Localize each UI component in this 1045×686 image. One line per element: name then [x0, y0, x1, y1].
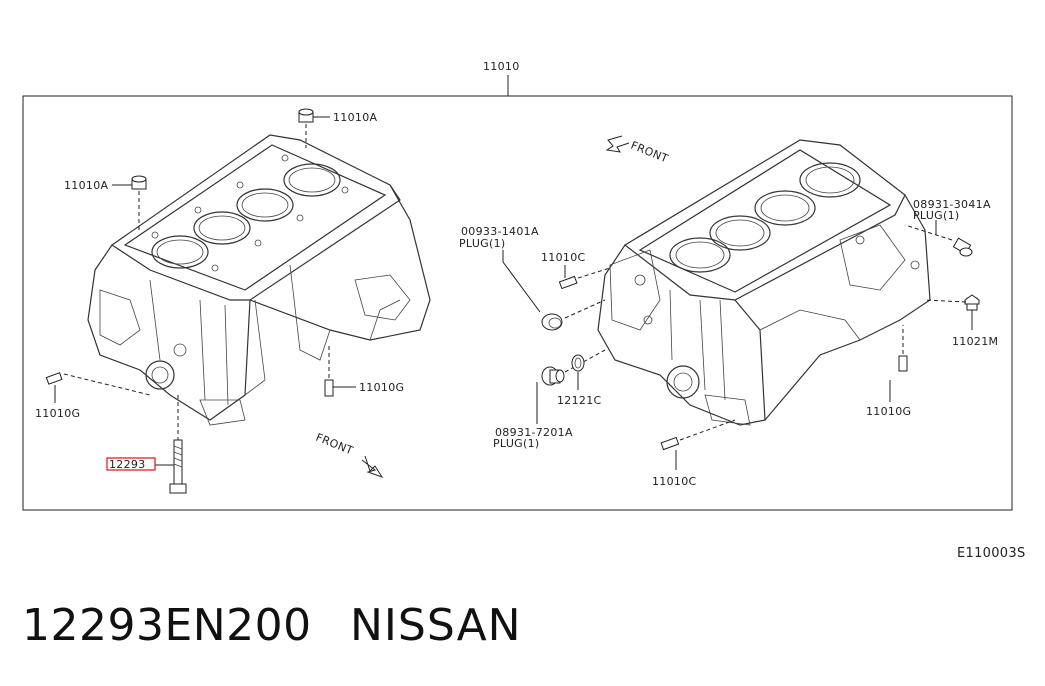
part-12293-bolt	[155, 395, 187, 494]
front-arrow-left: FRONT	[314, 431, 384, 478]
part-11010A-left	[112, 175, 147, 230]
label-front-left: FRONT	[314, 431, 355, 458]
engine-block-left	[87, 134, 431, 426]
footer-brand: NISSAN	[350, 600, 522, 651]
title-part-number: 11010	[483, 60, 520, 73]
label-plug-3: PLUG(1)	[913, 209, 959, 222]
diagram-frame	[22, 95, 1013, 511]
engine-block-right	[597, 139, 931, 426]
reference-code: E110003S	[957, 546, 1026, 561]
part-12121C-ring	[571, 354, 585, 390]
part-11010C-bottom	[660, 419, 736, 470]
part-11010G-right	[889, 325, 908, 402]
front-arrow-right: FRONT	[605, 135, 670, 166]
label-11021M: 11021M	[952, 335, 998, 348]
footer-part-number: 12293EN200	[22, 600, 312, 651]
part-08931-7201A-plug	[536, 349, 606, 424]
label-11010G-mid: 11010G	[359, 381, 404, 394]
label-11010A-left: 11010A	[64, 179, 108, 192]
label-08931-3041A: 08931-3041A	[913, 198, 991, 211]
label-12121C: 12121C	[557, 394, 601, 407]
label-11010G-left: 11010G	[35, 407, 80, 420]
label-12293[interactable]: 12293	[109, 458, 146, 471]
label-11010C-top: 11010C	[541, 251, 585, 264]
label-11010A-top: 11010A	[333, 111, 377, 124]
part-08931-3041A-plug	[904, 220, 973, 257]
label-00933: 00933-1401A	[461, 225, 539, 238]
part-11010G-left	[45, 372, 151, 403]
label-08931-7201A: 08931-7201A	[495, 426, 573, 439]
part-11010G-mid	[324, 345, 356, 397]
part-11021M	[924, 294, 980, 330]
label-plug-2: PLUG(1)	[493, 437, 539, 450]
label-11010C-bottom: 11010C	[652, 475, 696, 488]
part-11010C-top	[558, 265, 611, 290]
label-front-right: FRONT	[629, 139, 670, 166]
part-11010A-top	[298, 108, 330, 148]
label-plug-1: PLUG(1)	[459, 237, 505, 250]
label-11010G-right: 11010G	[866, 405, 911, 418]
part-00933-plug	[502, 250, 606, 331]
highlight-12293[interactable]	[106, 457, 156, 471]
